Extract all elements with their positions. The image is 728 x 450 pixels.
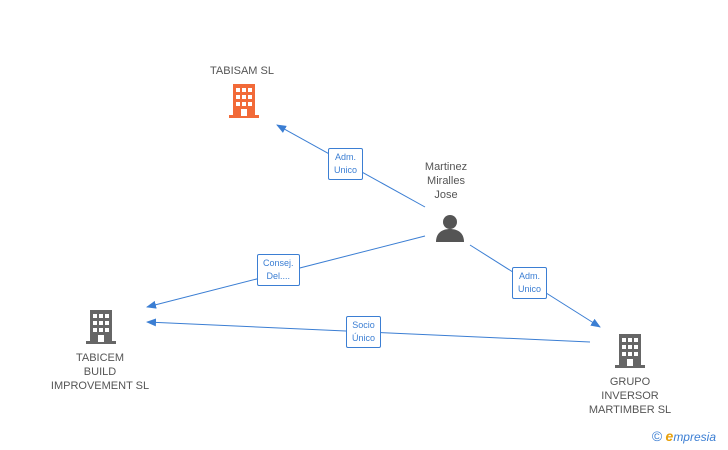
node-tabicem-line: IMPROVEMENT SL bbox=[50, 380, 150, 392]
person-icon[interactable] bbox=[435, 213, 465, 243]
node-tabisam-line: TABISAM SL bbox=[210, 65, 274, 77]
edge-label-line: Consej. bbox=[263, 258, 294, 268]
edge-label-grupo-tabicem[interactable]: Socio Único bbox=[346, 316, 382, 348]
copyright-icon: © bbox=[651, 428, 663, 444]
brand-e-letter: e bbox=[665, 428, 674, 444]
edge-label-person-tabisam[interactable]: Adm. Unico bbox=[328, 148, 364, 180]
edge-label-line: Adm. bbox=[335, 152, 357, 162]
node-person-line: Miralles bbox=[427, 175, 465, 187]
node-tabicem-line: TABICEM bbox=[75, 352, 125, 364]
brand-watermark: © empresia bbox=[652, 428, 716, 444]
node-person-line: Jose bbox=[434, 189, 458, 201]
node-grupo-line: GRUPO bbox=[609, 376, 651, 388]
edge-label-line: Adm. bbox=[519, 271, 541, 281]
node-person-line: Martinez bbox=[424, 161, 468, 173]
building-icon[interactable] bbox=[615, 334, 645, 368]
edge-label-line: Unico bbox=[518, 284, 542, 294]
node-tabisam-label[interactable]: TABISAM SL bbox=[196, 64, 288, 78]
node-tabicem-line: BUILD bbox=[83, 366, 117, 378]
node-person-label[interactable]: Martinez Miralles Jose bbox=[410, 160, 482, 202]
building-icon[interactable] bbox=[86, 310, 116, 344]
edge-label-line: Unico bbox=[334, 165, 358, 175]
node-grupo-label[interactable]: GRUPO INVERSOR MARTIMBER SL bbox=[575, 375, 685, 417]
node-grupo-line: INVERSOR bbox=[601, 390, 659, 402]
edge-label-line: Socio bbox=[352, 320, 375, 330]
building-icon[interactable] bbox=[229, 84, 259, 118]
node-tabicem-label[interactable]: TABICEM BUILD IMPROVEMENT SL bbox=[40, 351, 160, 393]
node-grupo-line: MARTIMBER SL bbox=[588, 404, 672, 416]
edge-label-line: Único bbox=[352, 333, 376, 343]
edge-label-person-grupo[interactable]: Adm. Unico bbox=[512, 267, 548, 299]
brand-rest: mpresia bbox=[673, 430, 716, 444]
edge-label-line: Del.... bbox=[266, 271, 291, 281]
edge-label-person-tabicem[interactable]: Consej. Del.... bbox=[257, 254, 300, 286]
